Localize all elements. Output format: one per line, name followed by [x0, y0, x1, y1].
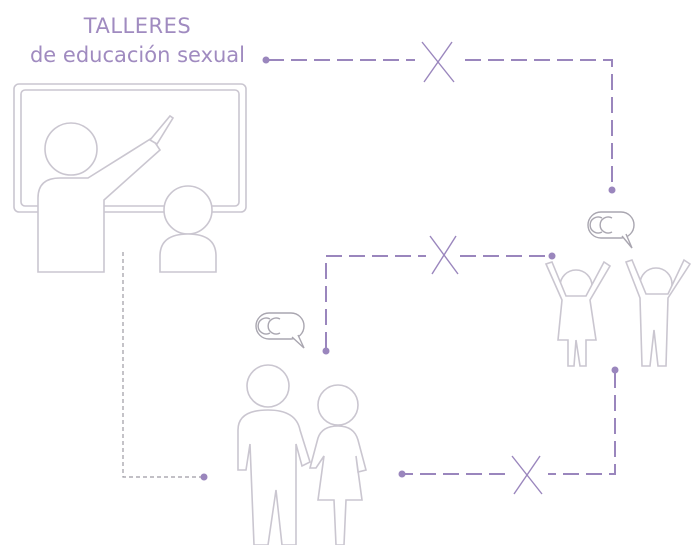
title-line-1: TALLERES [83, 14, 192, 38]
adult-couple-icon [237, 364, 367, 545]
connector-endpoint [608, 186, 616, 194]
connector-children-to-couple [404, 372, 616, 475]
children-cheering-icon [544, 258, 691, 367]
teacher-figure-icon [37, 114, 175, 273]
blocked-x-icon [511, 455, 543, 495]
blocked-x-icon [421, 41, 455, 83]
connector-title-to-children [268, 59, 613, 188]
presentation-board-icon [13, 83, 247, 213]
connector-endpoint [611, 366, 619, 374]
connector-endpoint [322, 347, 330, 355]
connector-endpoint [200, 473, 208, 481]
student-figure-icon [159, 185, 217, 273]
speech-bubble-icon [255, 312, 305, 349]
title-line-2: de educación sexual [29, 43, 246, 67]
connector-endpoint [548, 252, 556, 260]
connector-teacher-to-couple [122, 252, 202, 478]
connector-couple-to-children [325, 255, 550, 348]
blocked-x-icon [429, 235, 459, 275]
connector-endpoint [398, 470, 406, 478]
connector-endpoint [262, 56, 270, 64]
speech-bubble-icon [587, 211, 635, 249]
